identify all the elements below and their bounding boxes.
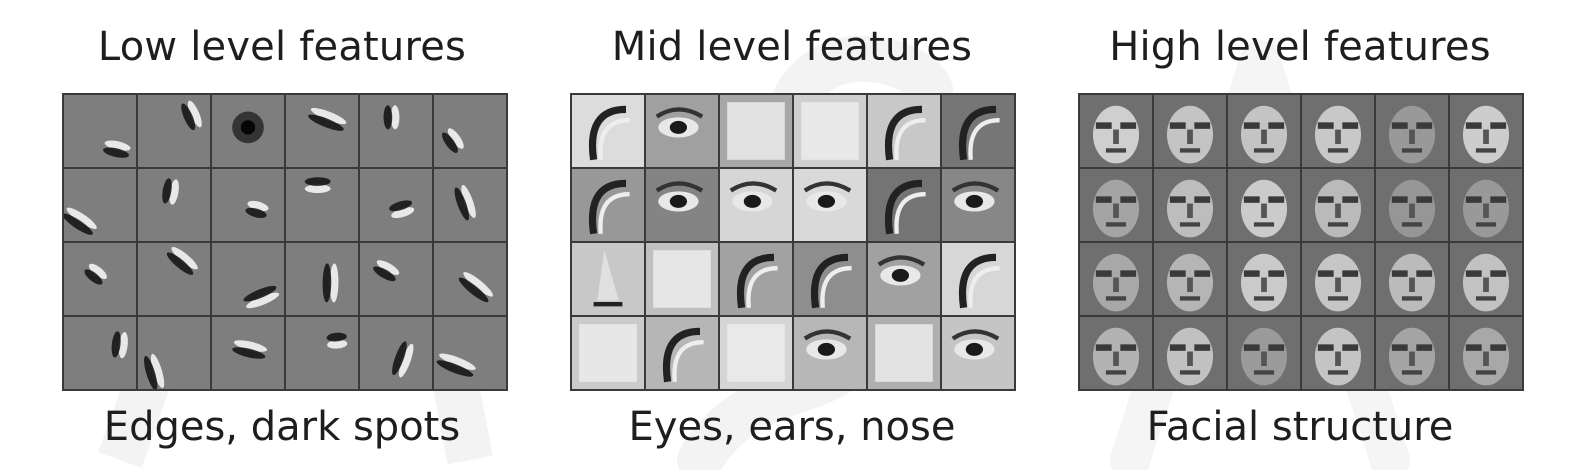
feature-tile	[64, 169, 136, 241]
feature-tile	[942, 169, 1014, 241]
panel-caption: Facial structure	[1146, 404, 1454, 450]
feature-tile	[1302, 317, 1374, 389]
feature-tile	[572, 95, 644, 167]
feature-tile	[1154, 243, 1226, 315]
feature-tile	[1450, 317, 1522, 389]
feature-tile	[212, 95, 284, 167]
feature-tile	[138, 243, 210, 315]
feature-tile	[720, 169, 792, 241]
feature-tile	[720, 95, 792, 167]
feature-tile	[942, 317, 1014, 389]
panel-low-level: Low level features Edges, dark spots	[42, 0, 522, 470]
feature-tile	[434, 95, 506, 167]
feature-tile	[942, 243, 1014, 315]
panel-title: Low level features	[97, 24, 467, 70]
feature-tile	[212, 317, 284, 389]
feature-tile	[868, 169, 940, 241]
panel-title: Mid level features	[611, 24, 973, 70]
feature-tile	[1302, 243, 1374, 315]
feature-tile	[1376, 243, 1448, 315]
feature-tile	[942, 95, 1014, 167]
feature-tile	[1080, 95, 1152, 167]
feature-tile	[794, 317, 866, 389]
feature-tile	[360, 95, 432, 167]
feature-tile	[646, 243, 718, 315]
feature-grid-low-level	[62, 93, 508, 391]
feature-tile	[646, 317, 718, 389]
feature-tile	[1080, 317, 1152, 389]
panel-title: High level features	[1109, 24, 1491, 70]
feature-tile	[434, 317, 506, 389]
feature-tile	[434, 243, 506, 315]
feature-tile	[360, 243, 432, 315]
feature-tile	[720, 243, 792, 315]
feature-tile	[64, 317, 136, 389]
feature-tile	[572, 317, 644, 389]
feature-tile	[868, 243, 940, 315]
feature-tile	[1228, 169, 1300, 241]
feature-tile	[1302, 169, 1374, 241]
panel-high-level: High level features Facial structure	[1060, 0, 1540, 470]
feature-tile	[1450, 243, 1522, 315]
feature-tile	[1154, 95, 1226, 167]
feature-tile	[1080, 243, 1152, 315]
feature-tile	[1154, 169, 1226, 241]
feature-tile	[1228, 317, 1300, 389]
feature-tile	[1080, 169, 1152, 241]
feature-tile	[64, 243, 136, 315]
feature-tile	[1376, 317, 1448, 389]
feature-grid-high-level	[1078, 93, 1524, 391]
feature-tile	[1450, 169, 1522, 241]
feature-tile	[572, 243, 644, 315]
feature-tile	[212, 243, 284, 315]
feature-tile	[434, 169, 506, 241]
feature-tile	[572, 169, 644, 241]
feature-tile	[286, 95, 358, 167]
feature-tile	[286, 169, 358, 241]
feature-tile	[138, 169, 210, 241]
panel-caption: Eyes, ears, nose	[628, 404, 956, 450]
feature-tile	[212, 169, 284, 241]
feature-tile	[286, 317, 358, 389]
feature-tile	[646, 169, 718, 241]
feature-tile	[794, 169, 866, 241]
feature-tile	[794, 243, 866, 315]
feature-tile	[1228, 95, 1300, 167]
feature-tile	[868, 95, 940, 167]
feature-tile	[138, 317, 210, 389]
feature-tile	[1376, 95, 1448, 167]
feature-tile	[794, 95, 866, 167]
feature-tile	[1302, 95, 1374, 167]
feature-tile	[64, 95, 136, 167]
feature-grid-mid-level	[570, 93, 1016, 391]
feature-tile	[868, 317, 940, 389]
panel-caption: Edges, dark spots	[103, 404, 461, 450]
feature-tile	[720, 317, 792, 389]
feature-tile	[646, 95, 718, 167]
panel-mid-level: Mid level features Eyes, ears, nose	[552, 0, 1032, 470]
feature-tile	[1228, 243, 1300, 315]
feature-tile	[360, 169, 432, 241]
feature-tile	[1376, 169, 1448, 241]
feature-tile	[1154, 317, 1226, 389]
feature-tile	[286, 243, 358, 315]
feature-tile	[360, 317, 432, 389]
feature-tile	[1450, 95, 1522, 167]
feature-tile	[138, 95, 210, 167]
